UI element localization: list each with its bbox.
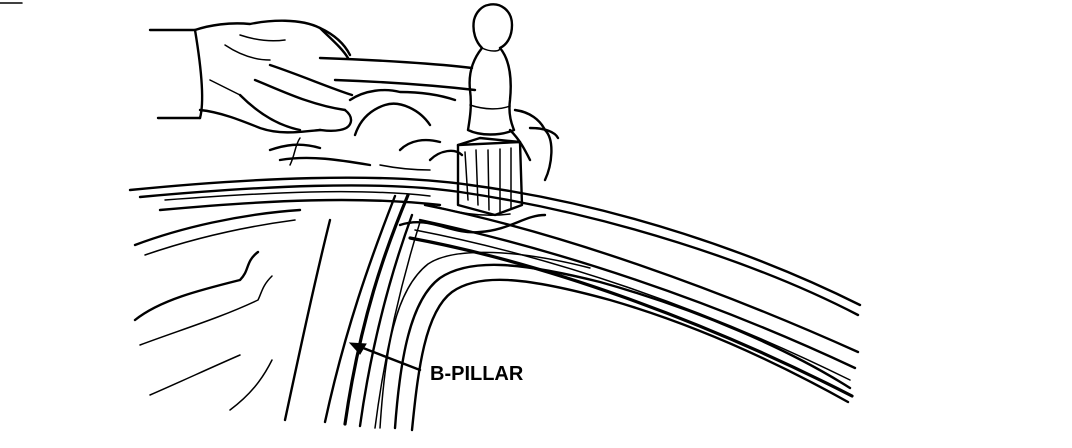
wood-block (456, 136, 524, 217)
gloved-hand-right (268, 88, 560, 182)
hammer-icon (466, 3, 516, 136)
b-pillar (283, 193, 421, 429)
b-pillar-label: B-PILLAR (430, 363, 524, 385)
callout-leader (348, 342, 422, 372)
rear-door-frame (379, 251, 852, 432)
front-window (133, 208, 302, 411)
gloved-hand-left (148, 19, 354, 134)
roof-rail (128, 176, 862, 398)
trim-bulge (398, 204, 547, 234)
hammer-handle (318, 56, 477, 92)
